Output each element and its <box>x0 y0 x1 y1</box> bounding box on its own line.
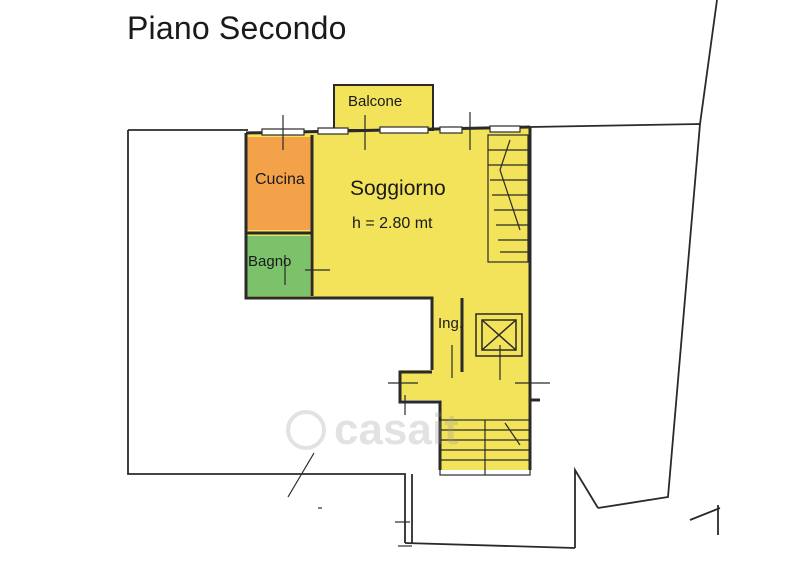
room-label-cucina: Cucina <box>255 171 305 188</box>
cucina-area <box>246 137 312 230</box>
living-area-fill <box>246 127 530 470</box>
room-label-bagno: Bagno <box>248 253 292 270</box>
watermark: casait <box>286 405 459 455</box>
bagno-area <box>246 236 310 296</box>
house-circle-icon <box>286 410 326 450</box>
misc-marks <box>287 452 412 547</box>
page-title: Piano Secondo <box>127 10 347 46</box>
watermark-text: casait <box>334 405 459 454</box>
elevator-shaft <box>475 313 523 357</box>
common-stairs <box>439 419 531 476</box>
balcone-area <box>333 84 434 131</box>
room-label-ingresso: Ing. <box>438 315 464 332</box>
room-height-label: h = 2.80 mt <box>352 215 433 232</box>
room-label-balcone: Balcone <box>348 93 403 110</box>
building-outline <box>127 0 721 549</box>
internal-stairs <box>487 134 529 263</box>
door-marks <box>282 112 550 415</box>
room-label-soggiorno: Soggiorno <box>350 177 446 200</box>
